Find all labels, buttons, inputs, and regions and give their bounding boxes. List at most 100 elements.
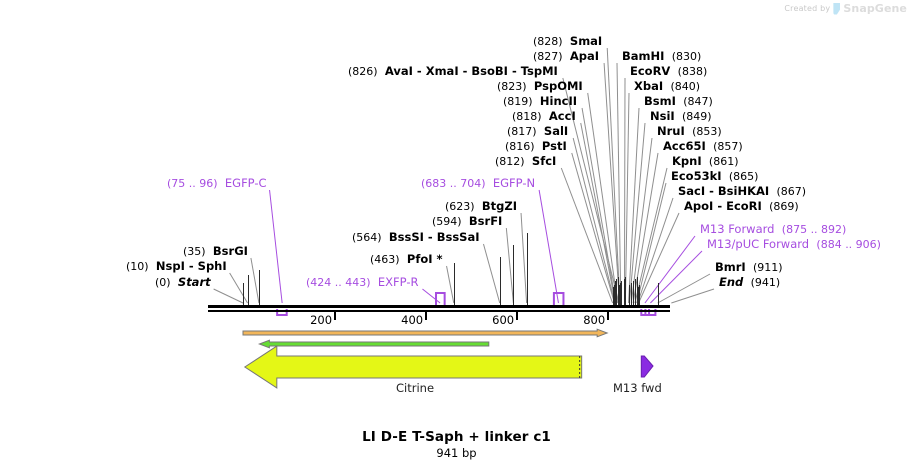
annotation-label[interactable]: (424 .. 443) EXFP-R bbox=[306, 276, 418, 289]
ruler-tick bbox=[425, 312, 428, 320]
annotation-name: End bbox=[719, 275, 744, 289]
annotation-label[interactable]: M13/pUC Forward (884 .. 906) bbox=[707, 238, 881, 251]
annotation-name: BsrGI bbox=[212, 244, 248, 258]
annotation-label[interactable]: SacI - BsiHKAI (867) bbox=[678, 185, 806, 198]
annotation-label[interactable]: (35) BsrGI bbox=[183, 245, 248, 258]
feature-label-citrine: Citrine bbox=[396, 381, 435, 395]
annotation-position: (861) bbox=[708, 155, 739, 168]
annotation-name: EXFP-R bbox=[377, 275, 419, 289]
annotation-label[interactable]: (816) PstI bbox=[505, 140, 567, 153]
annotation-position: (564) bbox=[352, 231, 382, 244]
annotation-label[interactable]: XbaI (840) bbox=[634, 80, 700, 93]
annotation-label[interactable]: (828) SmaI bbox=[533, 35, 602, 48]
annotation-label[interactable]: Acc65I (857) bbox=[663, 140, 743, 153]
annotation-position: (35) bbox=[183, 245, 206, 258]
annotation-position: (823) bbox=[497, 80, 527, 93]
annotation-label[interactable]: (10) NspI - SphI bbox=[126, 260, 227, 273]
annotation-name: BamHI bbox=[622, 49, 665, 63]
annotation-name: M13/pUC Forward bbox=[707, 237, 810, 251]
annotation-label[interactable]: KpnI (861) bbox=[672, 155, 739, 168]
annotation-name: SalI bbox=[543, 124, 569, 138]
annotation-label[interactable]: (623) BtgZI bbox=[445, 200, 517, 213]
leader-line bbox=[606, 47, 621, 304]
leader-line bbox=[603, 62, 620, 304]
annotation-position: (828) bbox=[533, 35, 563, 48]
construct-title: LI D-E T-Saph + linker c1 bbox=[362, 429, 551, 445]
annotation-label[interactable]: (817) SalI bbox=[507, 125, 568, 138]
annotation-label[interactable]: (819) HincII bbox=[503, 95, 577, 108]
annotation-position: (869) bbox=[769, 200, 799, 213]
annotation-name: BmrI bbox=[715, 260, 746, 274]
annotation-label[interactable]: NsiI (849) bbox=[650, 110, 712, 123]
restriction-site-tick bbox=[628, 287, 630, 305]
annotation-name: SfcI bbox=[531, 154, 557, 168]
annotation-label[interactable]: (827) ApaI bbox=[533, 50, 599, 63]
annotation-label[interactable]: (683 .. 704) EGFP-N bbox=[421, 177, 535, 190]
annotation-label[interactable]: (463) PfoI * bbox=[370, 253, 443, 266]
leader-line bbox=[657, 273, 711, 304]
leader-line bbox=[624, 92, 630, 304]
annotation-label[interactable]: (826) AvaI - XmaI - BsoBI - TspMI bbox=[348, 65, 558, 78]
restriction-site-tick bbox=[631, 283, 633, 305]
annotation-label[interactable]: M13 Forward (875 .. 892) bbox=[700, 223, 846, 236]
leader-line bbox=[616, 62, 622, 304]
annotation-name: PstI bbox=[541, 139, 567, 153]
ruler-tick-label: 800 bbox=[583, 313, 606, 327]
annotation-label[interactable]: BsmI (847) bbox=[644, 95, 713, 108]
annotation-name: PfoI * bbox=[406, 252, 443, 266]
annotation-name: Eco53kI bbox=[671, 169, 722, 183]
annotation-label[interactable]: (75 .. 96) EGFP-C bbox=[167, 177, 267, 190]
annotation-label[interactable]: (594) BsrFI bbox=[432, 215, 502, 228]
annotation-position: (826) bbox=[348, 65, 378, 78]
leader-line bbox=[644, 235, 696, 304]
leader-line bbox=[560, 167, 614, 304]
leader-line bbox=[638, 212, 680, 304]
annotation-label[interactable]: NruI (853) bbox=[657, 125, 722, 138]
dna-backbone bbox=[208, 305, 670, 312]
annotation-name: EGFP-N bbox=[492, 176, 536, 190]
ruler-tick bbox=[607, 312, 610, 320]
leader-line bbox=[572, 137, 616, 304]
annotation-position: (840) bbox=[670, 80, 701, 93]
annotation-name: Start bbox=[177, 275, 211, 289]
restriction-site-tick bbox=[612, 287, 614, 305]
annotation-position: (463) bbox=[370, 253, 400, 266]
feature-arrow-green-arrow[interactable] bbox=[257, 339, 490, 349]
annotation-name: EcoRV bbox=[630, 64, 671, 78]
annotation-position: (941) bbox=[750, 276, 781, 289]
ruler-tick-label: 200 bbox=[310, 313, 333, 327]
annotation-position: (594) bbox=[432, 215, 462, 228]
annotation-position: (849) bbox=[682, 110, 712, 123]
annotation-label[interactable]: BmrI (911) bbox=[715, 261, 783, 274]
snapgene-watermark: Created by SnapGene bbox=[784, 2, 907, 15]
annotation-name: AccI bbox=[548, 109, 576, 123]
annotation-label[interactable]: (818) AccI bbox=[512, 110, 576, 123]
annotation-label[interactable]: ApoI - EcoRI (869) bbox=[684, 200, 799, 213]
feature-arrow-orange-arrow[interactable] bbox=[242, 328, 609, 338]
leader-line bbox=[229, 272, 248, 304]
feature-arrow-m13-fwd[interactable] bbox=[640, 355, 654, 378]
annotation-name: SmaI bbox=[569, 34, 603, 48]
annotation-position: (10) bbox=[126, 260, 149, 273]
annotation-position: (683 .. 704) bbox=[421, 177, 486, 190]
annotation-label[interactable]: EcoRV (838) bbox=[630, 65, 707, 78]
backbone-top-strand bbox=[208, 305, 670, 308]
annotation-label[interactable]: (564) BssSI - BssSaI bbox=[352, 231, 479, 244]
annotation-label[interactable]: (812) SfcI bbox=[495, 155, 556, 168]
annotation-position: (812) bbox=[495, 155, 525, 168]
annotation-label[interactable]: (0) Start bbox=[155, 276, 211, 289]
annotation-label[interactable]: (823) PspOMI bbox=[497, 80, 583, 93]
annotation-name: ApoI - EcoRI bbox=[684, 199, 762, 213]
annotation-label[interactable]: End (941) bbox=[719, 276, 780, 289]
annotation-label[interactable]: Eco53kI (865) bbox=[671, 170, 758, 183]
annotation-name: NspI - SphI bbox=[155, 259, 227, 273]
annotation-label[interactable]: BamHI (830) bbox=[622, 50, 701, 63]
restriction-site-tick bbox=[633, 281, 635, 305]
leader-line bbox=[250, 257, 260, 304]
restriction-site-tick bbox=[617, 277, 619, 305]
restriction-site-tick bbox=[657, 283, 659, 305]
restriction-site-tick bbox=[243, 283, 244, 305]
annotation-name: ApaI bbox=[569, 49, 600, 63]
restriction-site-tick bbox=[453, 263, 455, 305]
